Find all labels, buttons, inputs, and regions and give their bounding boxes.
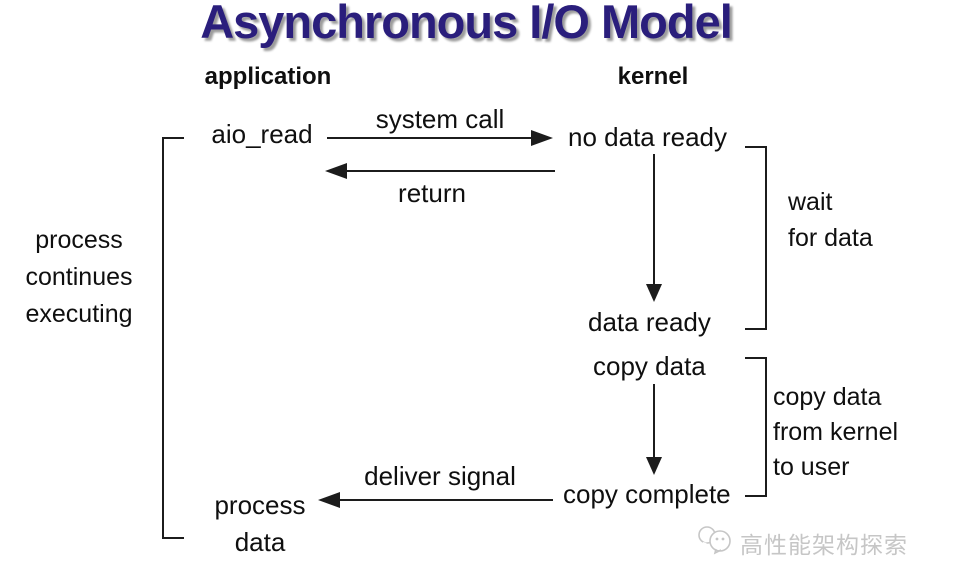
- deliver-signal-arrow-line: [338, 499, 553, 501]
- side-label-line: executing: [25, 300, 133, 328]
- right-brace-copy: [745, 357, 767, 497]
- chat-bubbles-icon: [696, 524, 734, 561]
- edge-label-return: return: [398, 178, 466, 208]
- node-copy-complete: copy complete: [563, 479, 731, 509]
- side-label-line: continues: [25, 263, 133, 291]
- watermark: 高性能架构探索: [696, 524, 908, 561]
- watermark-text: 高性能架构探索: [740, 531, 908, 558]
- page-title: Asynchronous I/O Model: [200, 0, 733, 48]
- side-label-line: copy data: [773, 383, 882, 411]
- side-label-line: for data: [788, 224, 873, 252]
- left-brace: [162, 137, 184, 539]
- column-header-application: application: [204, 63, 332, 90]
- node-aio-read: aio_read: [211, 119, 313, 149]
- side-label-copy: copy data from kernel to user: [773, 380, 898, 485]
- edge-label-deliver-signal: deliver signal: [364, 461, 516, 491]
- node-process-data: process data: [185, 487, 335, 561]
- column-header-kernel: kernel: [617, 63, 689, 90]
- node-no-data-ready: no data ready: [568, 122, 728, 152]
- node-copy-data: copy data: [593, 351, 706, 381]
- edge-label-system-call: system call: [375, 104, 505, 134]
- arrow-right-icon: [531, 130, 553, 146]
- copy-arrow-line: [653, 384, 655, 458]
- arrow-down-icon: [646, 457, 662, 475]
- side-label-line: process: [35, 226, 123, 254]
- arrow-down-icon: [646, 284, 662, 302]
- system-call-arrow-line: [327, 137, 533, 139]
- side-label-line: from kernel: [773, 418, 899, 446]
- arrow-left-icon: [325, 163, 347, 179]
- side-label-process-continues: process continues executing: [5, 222, 153, 333]
- node-data-ready: data ready: [588, 307, 711, 337]
- side-label-line: wait: [788, 188, 833, 216]
- side-label-wait: wait for data: [788, 184, 873, 256]
- node-line: process: [214, 490, 306, 520]
- node-line: data: [234, 527, 286, 557]
- arrow-left-icon: [318, 492, 340, 508]
- wait-arrow-line: [653, 154, 655, 284]
- side-label-line: to user: [773, 453, 850, 481]
- right-brace-wait: [745, 146, 767, 330]
- return-arrow-line: [345, 170, 555, 172]
